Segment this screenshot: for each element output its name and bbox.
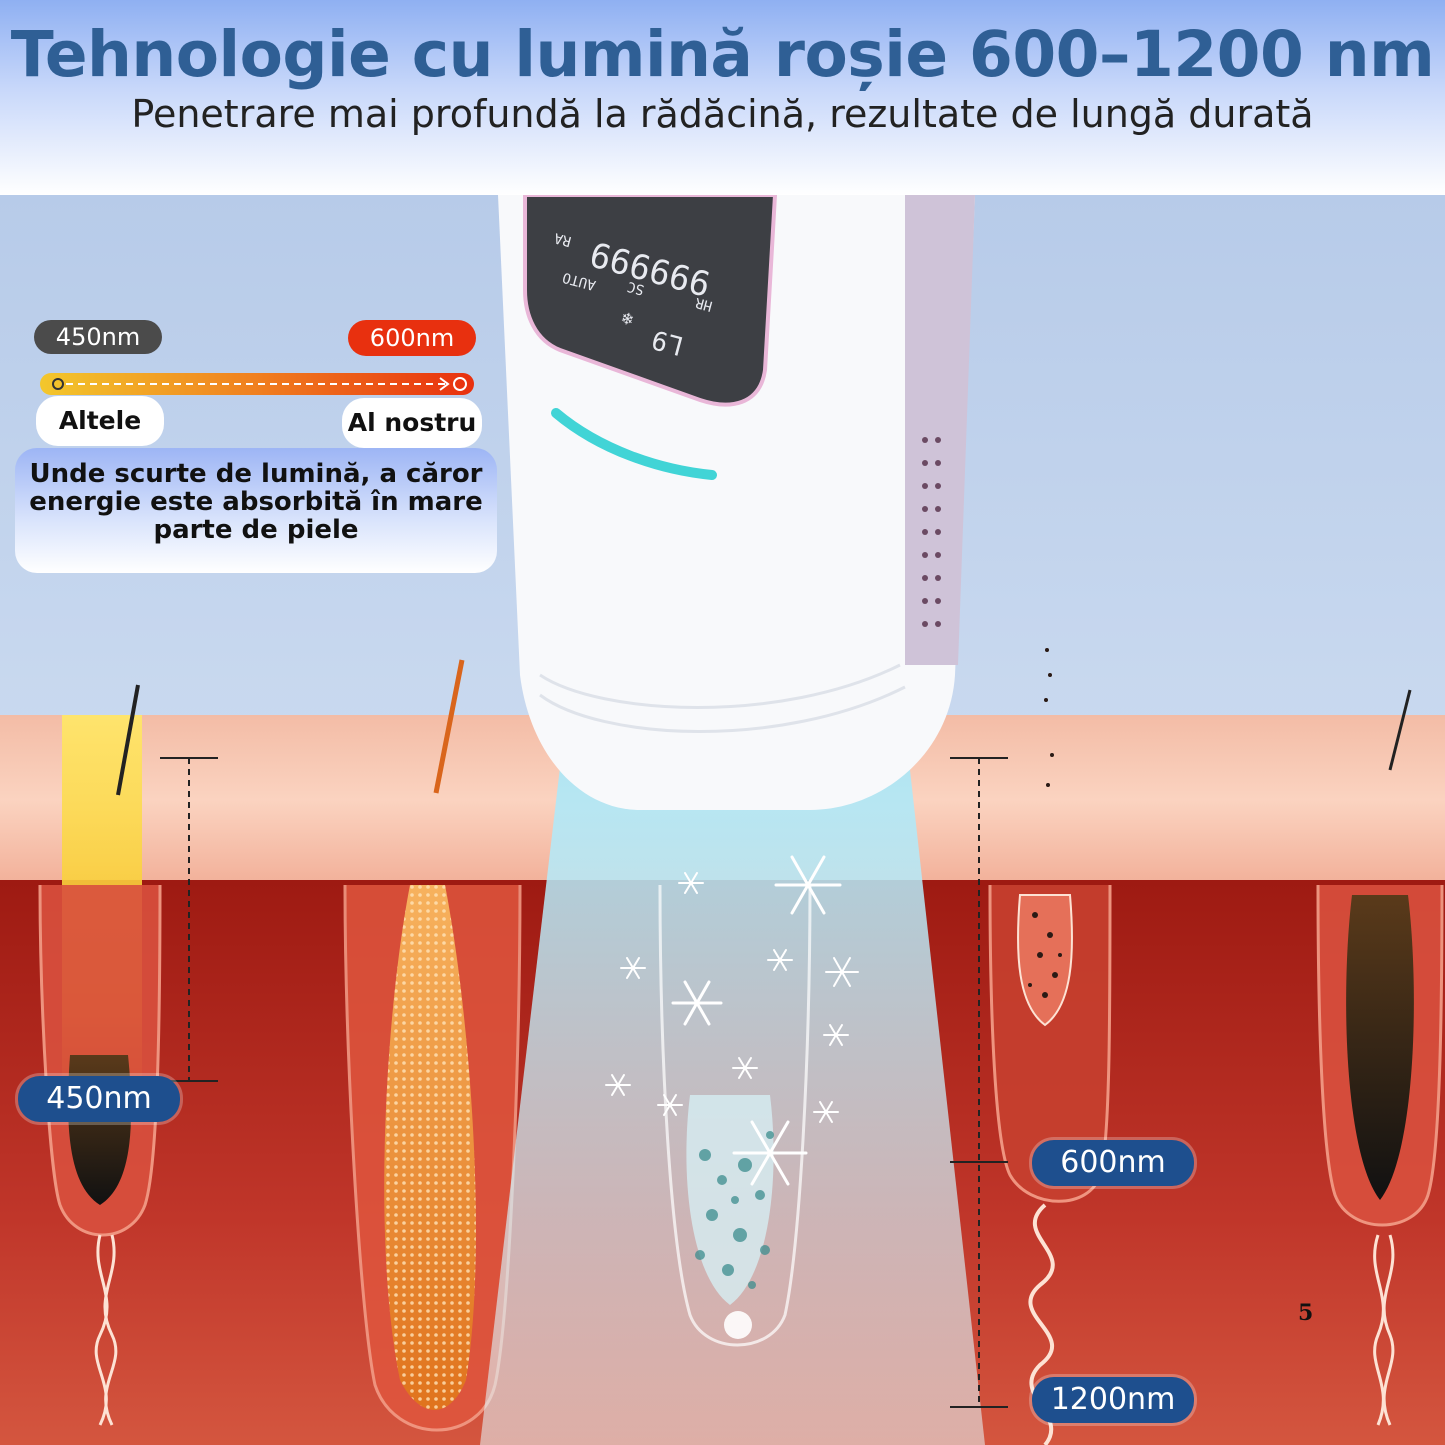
display-indicator-sc: SC (626, 278, 646, 298)
hair-follicle-3 (658, 884, 812, 1347)
page-subtitle: Penetrare mai profundă la rădăcină, rezu… (131, 92, 1314, 136)
laser-device (498, 195, 975, 810)
depth-label-450: 450nm (18, 1076, 180, 1122)
skin-illustration: 999999 L9 ❄ RA SC AUTO HR (0, 195, 1445, 1445)
display-indicator-hr: HR (693, 294, 714, 314)
header-banner: Tehnologie cu lumină roșie 600–1200 nm P… (0, 0, 1445, 195)
device-light-beam (480, 725, 985, 1445)
hair-follicle-2 (343, 659, 522, 1432)
page-title: Tehnologie cu lumină roșie 600–1200 nm (10, 18, 1435, 91)
page-number: 5 (1298, 1300, 1314, 1326)
label-ours: Al nostru (342, 398, 482, 448)
wavelength-badge-ours: 600nm (348, 320, 476, 356)
hair-follicle-4 (988, 648, 1112, 1445)
snowflake-icons (605, 855, 859, 1186)
caption-text: Unde scurte de lumină, a căror energie e… (29, 459, 483, 545)
skin-cross-section: 999999 L9 ❄ RA SC AUTO HR (0, 195, 1445, 1445)
label-others: Altele (36, 396, 164, 446)
depth-label-600: 600nm (1032, 1140, 1194, 1186)
depth-marker-long (950, 757, 1008, 1408)
wavelength-badge-others: 450nm (34, 320, 162, 354)
wavelength-bar (40, 373, 474, 395)
display-indicator-ra: RA (552, 229, 573, 249)
hair-follicle-5 (1316, 689, 1444, 1426)
caption-box: Unde scurte de lumină, a căror energie e… (15, 448, 497, 573)
hair-follicle-1 (38, 684, 162, 1426)
depth-label-1200: 1200nm (1032, 1377, 1194, 1423)
